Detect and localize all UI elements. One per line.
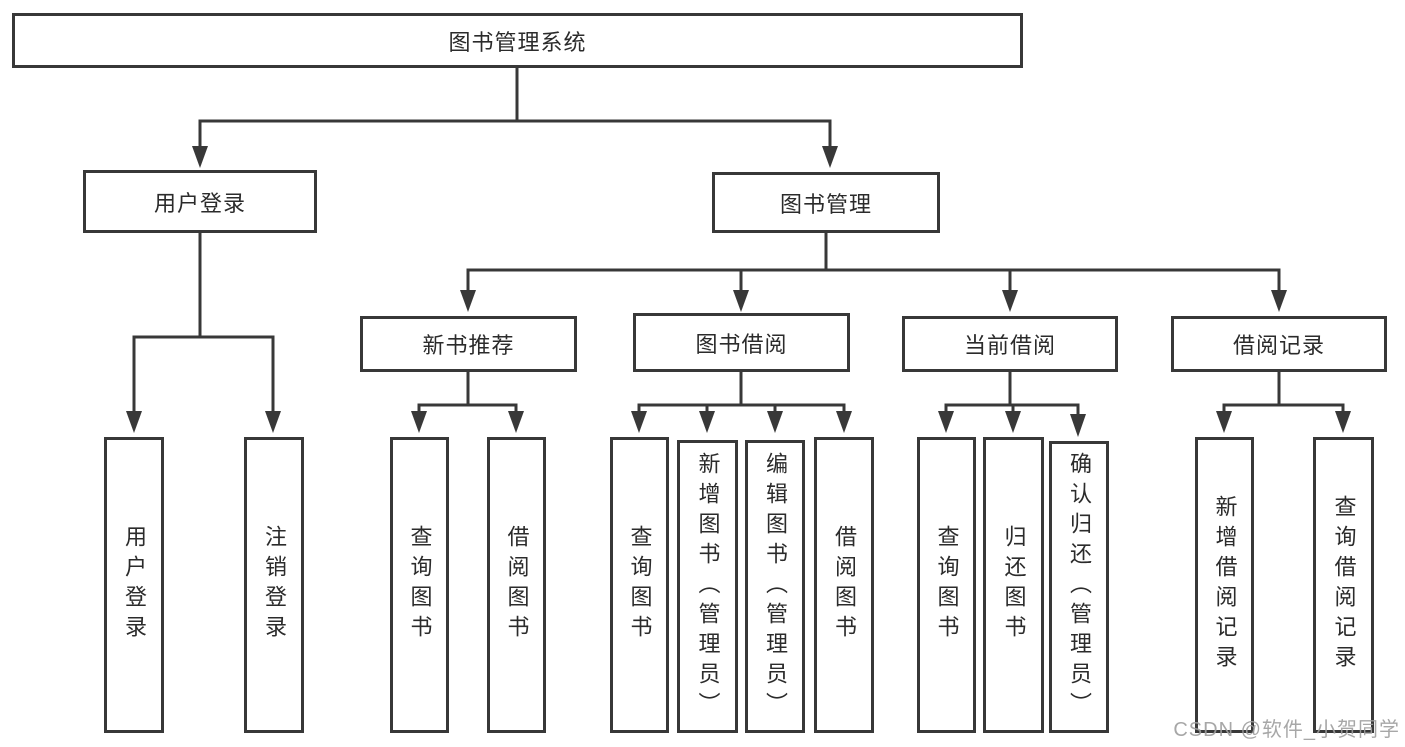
leaf-borrow-book-2: 借阅图书: [814, 437, 874, 733]
node-book-borrow: 图书借阅: [633, 313, 850, 372]
leaf-return-book: 归还图书: [983, 437, 1044, 733]
node-user-login: 用户登录: [83, 170, 317, 233]
leaf-add-book-admin: 新增图书（管理员）: [677, 440, 738, 733]
node-current-borrow: 当前借阅: [902, 316, 1118, 372]
node-root-library-management-system: 图书管理系统: [12, 13, 1023, 68]
csdn-watermark: CSDN @软件_小贺同学: [1173, 719, 1400, 741]
edges-borrow-record-to-leaves: [1216, 371, 1351, 433]
leaf-logout: 注销登录: [244, 437, 304, 733]
leaf-borrow-book-1: 借阅图书: [487, 437, 546, 733]
edges-book-borrow-to-leaves: [631, 371, 852, 433]
edges-user-login-to-leaves: [126, 232, 281, 433]
leaf-edit-book-admin: 编辑图书（管理员）: [745, 440, 805, 733]
leaf-query-book-3: 查询图书: [917, 437, 976, 733]
leaf-user-login: 用户登录: [104, 437, 164, 733]
leaf-add-borrow-record: 新增借阅记录: [1195, 437, 1254, 733]
edges-book-management-to-level3: [460, 232, 1287, 312]
edges-root-to-level2: [192, 67, 838, 168]
edges-current-borrow-to-leaves: [938, 371, 1086, 437]
leaf-query-book-2: 查询图书: [610, 437, 669, 733]
leaf-query-borrow-record: 查询借阅记录: [1313, 437, 1374, 733]
leaf-query-book-1: 查询图书: [390, 437, 449, 733]
node-borrow-record: 借阅记录: [1171, 316, 1387, 372]
leaf-confirm-return-admin: 确认归还（管理员）: [1049, 441, 1109, 733]
edges-new-book-to-leaves: [411, 371, 524, 433]
node-new-book-recommend: 新书推荐: [360, 316, 577, 372]
node-book-management: 图书管理: [712, 172, 940, 233]
